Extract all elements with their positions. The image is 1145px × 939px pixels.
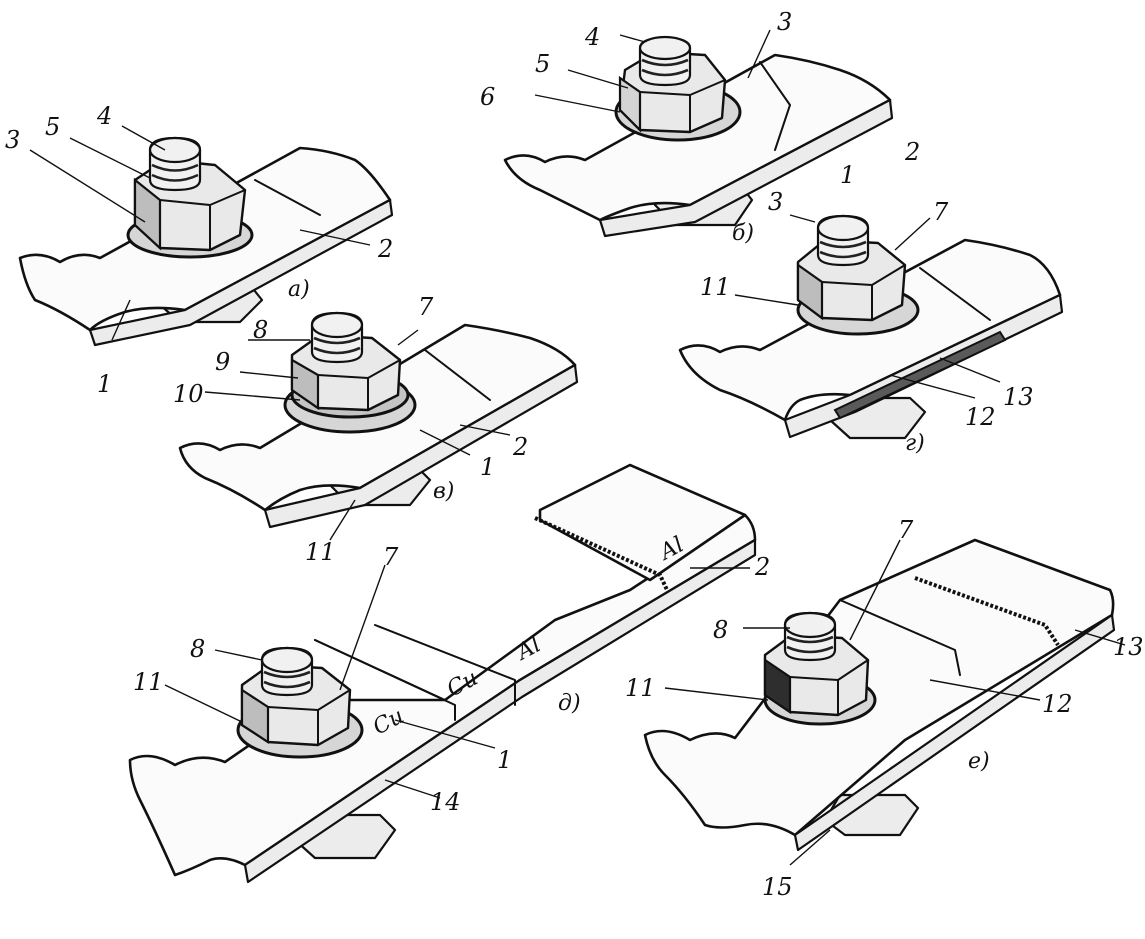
label-v-9: 9: [215, 348, 230, 376]
label-d-2: 2: [754, 553, 770, 581]
panel-g: [678, 214, 1064, 440]
label-b-4: 4: [584, 23, 600, 51]
label-g-7: 7: [933, 198, 949, 226]
label-e-7: 7: [898, 516, 914, 544]
label-g-11: 11: [700, 273, 731, 301]
label-b-6: 6: [480, 83, 495, 111]
label-b-1: 1: [840, 161, 855, 189]
caption-b: б): [732, 221, 754, 246]
label-b-3: 3: [777, 8, 792, 36]
label-b-5: 5: [535, 50, 550, 78]
label-a-3: 3: [5, 126, 20, 154]
callout-labels: 3 5 4 2 1 а) 4 3 5 6 1 2 б) 8 7 9 10 1 2…: [5, 8, 1144, 901]
panel-b: [503, 35, 894, 238]
caption-a: а): [288, 277, 310, 302]
label-v-1: 1: [480, 453, 495, 481]
label-e-11: 11: [625, 674, 656, 702]
caption-e: е): [968, 749, 990, 774]
label-a-2: 2: [377, 235, 393, 263]
label-e-12: 12: [1042, 690, 1073, 718]
label-a-5: 5: [45, 113, 60, 141]
label-v-10: 10: [173, 380, 204, 408]
label-e-8: 8: [713, 616, 728, 644]
label-e-15: 15: [762, 873, 793, 901]
label-v-11: 11: [305, 538, 336, 566]
panel-d: [128, 463, 757, 884]
label-d-1: 1: [497, 746, 512, 774]
panel-e: [643, 538, 1116, 852]
label-d-7: 7: [383, 543, 399, 571]
panel-a: [18, 136, 394, 347]
label-g-12: 12: [965, 403, 996, 431]
label-a-4: 4: [96, 102, 112, 130]
label-v-2: 2: [512, 433, 528, 461]
label-d-8: 8: [190, 635, 205, 663]
label-v-7: 7: [418, 293, 434, 321]
label-d-14: 14: [430, 788, 461, 816]
label-g-13: 13: [1003, 383, 1034, 411]
leader-lines: [29, 29, 1126, 866]
caption-d: д): [558, 691, 581, 716]
panel-v: [178, 311, 579, 529]
label-v-8: 8: [253, 316, 268, 344]
label-d-11: 11: [133, 668, 164, 696]
caption-g: г): [905, 431, 925, 456]
label-g-3: 3: [768, 188, 783, 216]
label-b-2: 2: [904, 138, 920, 166]
label-a-1: 1: [97, 370, 112, 398]
label-e-13: 13: [1113, 633, 1144, 661]
caption-v: в): [433, 479, 454, 504]
